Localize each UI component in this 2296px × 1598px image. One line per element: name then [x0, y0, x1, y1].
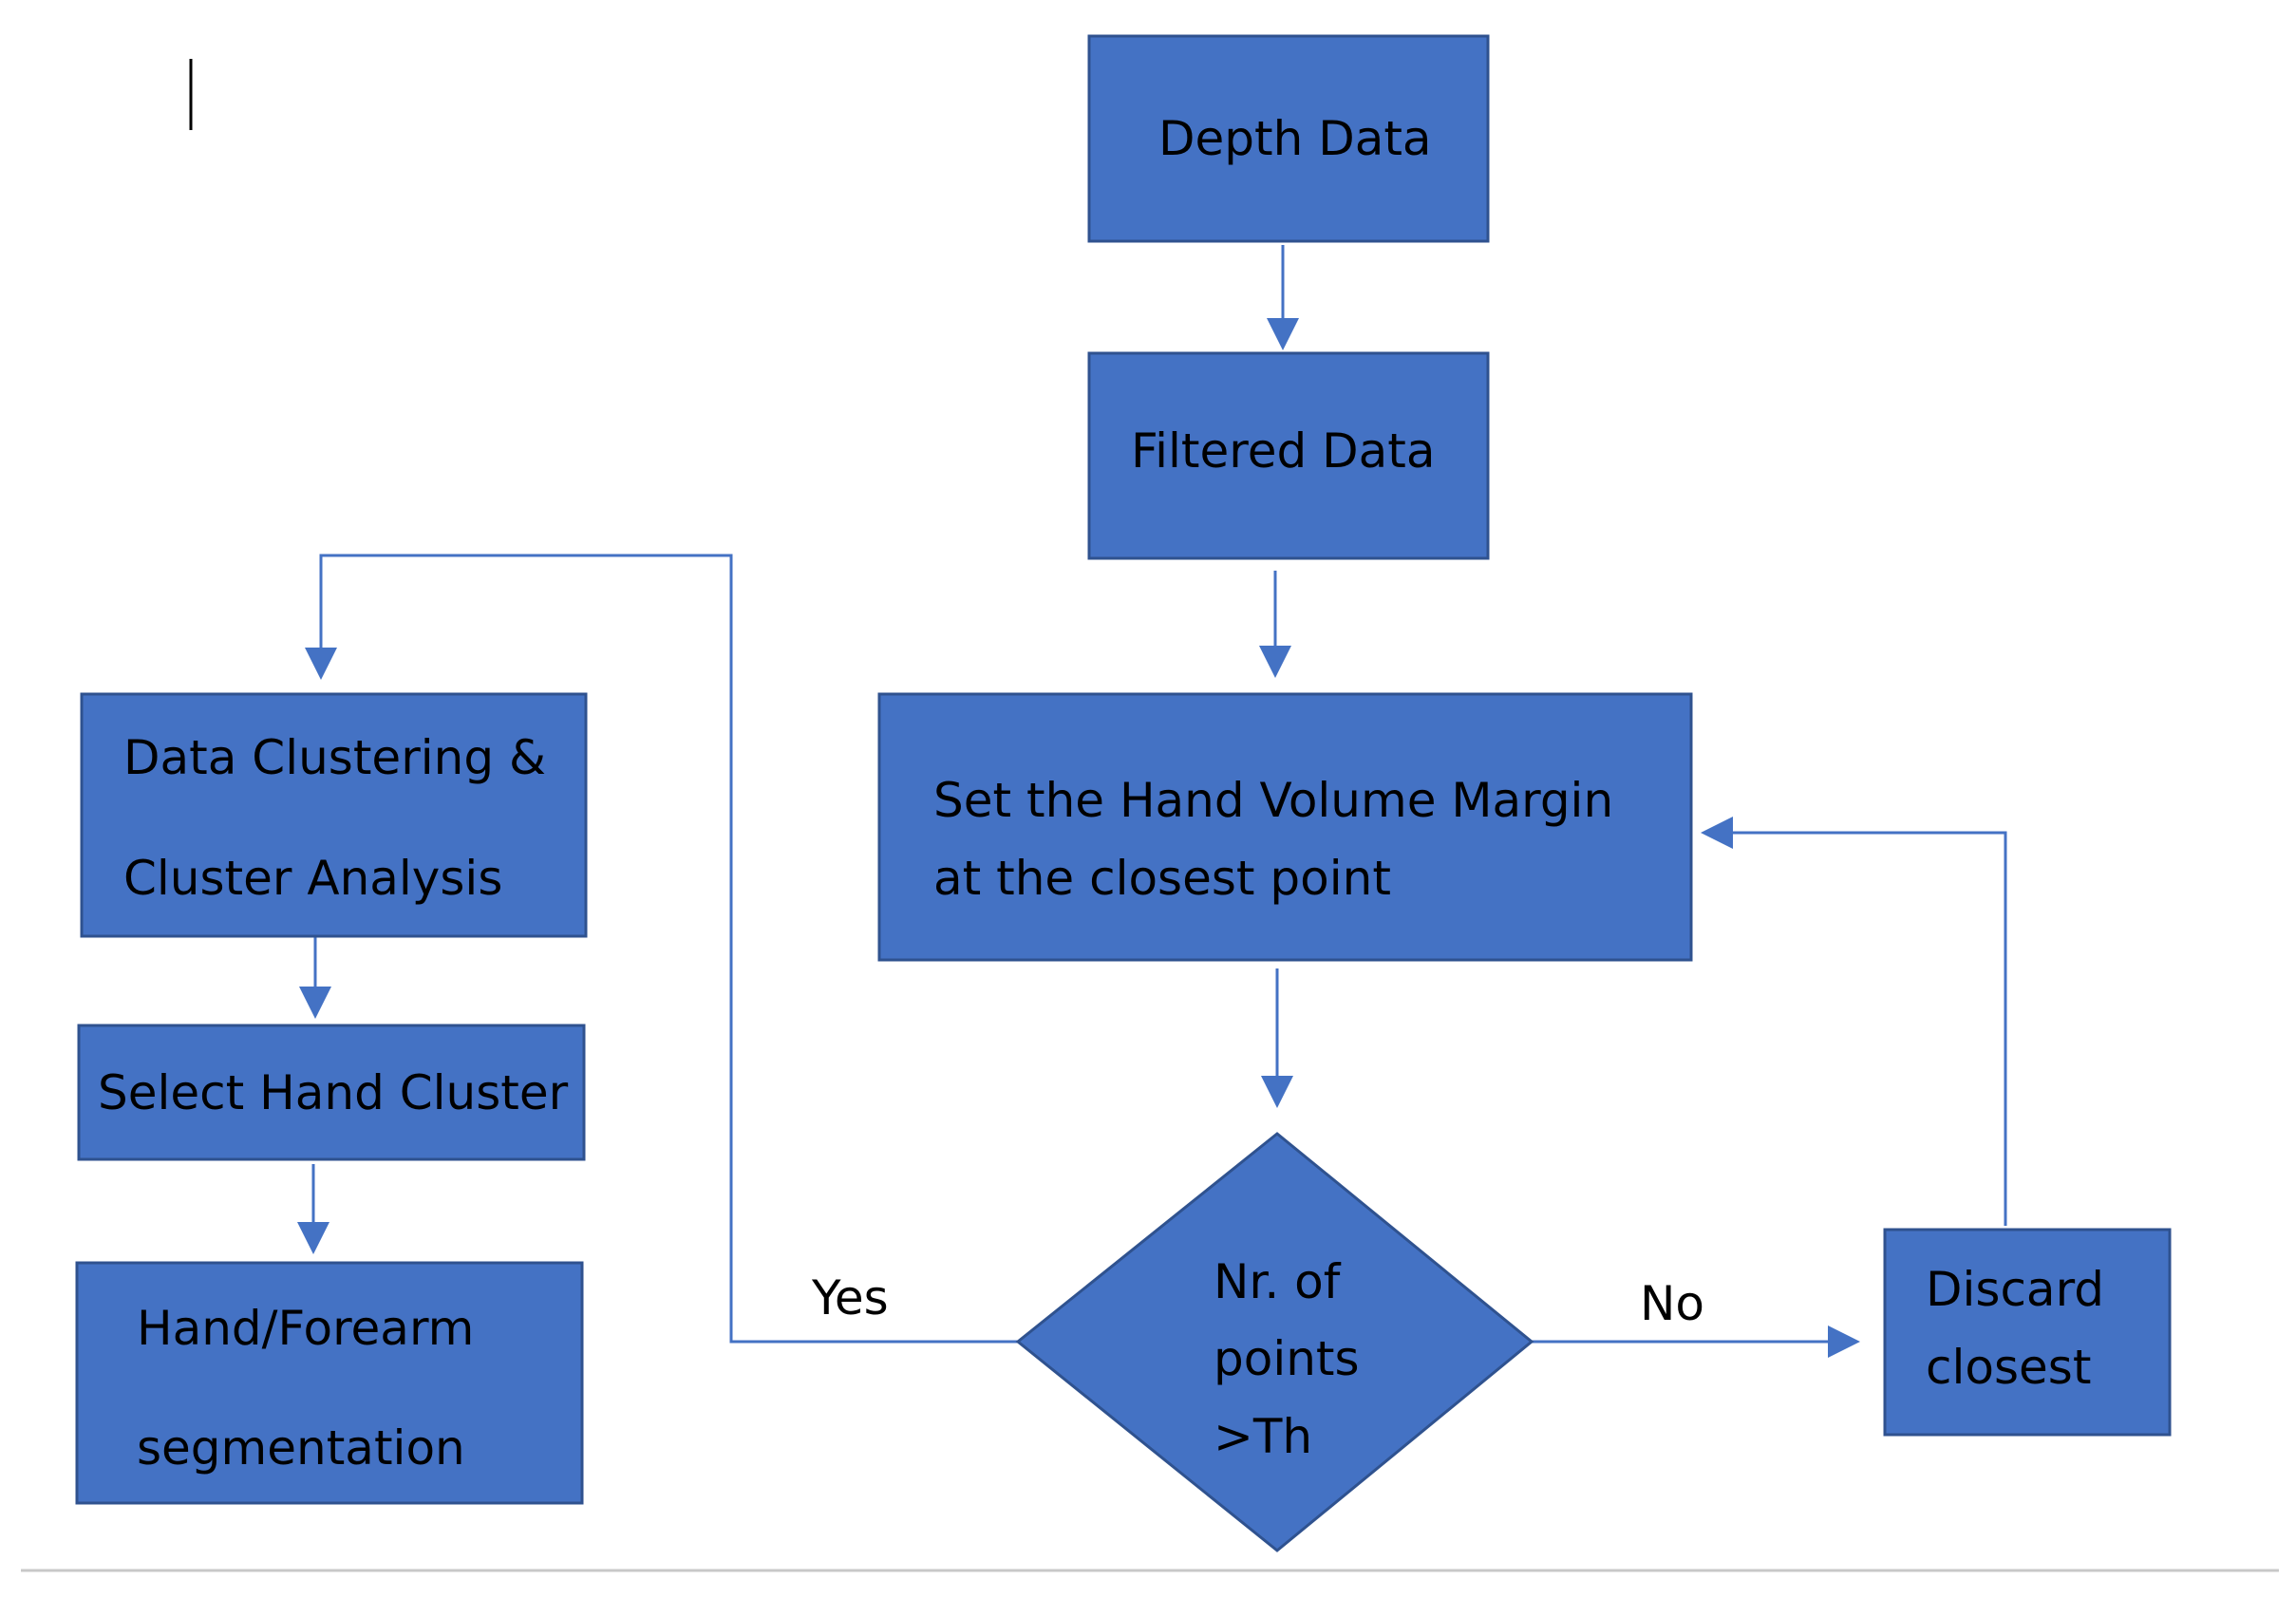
connectors: [297, 245, 2007, 1358]
node-set-margin-box: [877, 692, 1693, 962]
node-depth-data-box: [1087, 34, 1490, 243]
node-depth-data: Depth Data: [1087, 34, 1490, 243]
node-filtered-data: Filtered Data: [1087, 351, 1490, 560]
node-clustering-box: [80, 692, 588, 938]
node-filtered-data-box: [1087, 351, 1490, 560]
node-decision-line3: >Th: [1214, 1409, 1312, 1464]
node-filtered-data-label: Filtered Data: [1131, 423, 1436, 479]
node-discard-line1: Discard: [1926, 1262, 2104, 1317]
node-select-cluster-label: Select Hand Cluster: [98, 1065, 569, 1120]
arrow-decision-to-clustering: [305, 554, 1018, 1344]
node-decision-line2: points: [1214, 1331, 1360, 1386]
node-decision-line1: Nr. of: [1214, 1254, 1342, 1309]
node-segmentation-line1: Hand/Forearm: [137, 1301, 474, 1356]
node-select-cluster-box: [77, 1024, 586, 1161]
node-segmentation-line2: segmentation: [137, 1420, 465, 1476]
node-segmentation-box: [75, 1261, 584, 1505]
node-discard-box: [1883, 1228, 2172, 1437]
node-set-margin: Set the Hand Volume Margin at the closes…: [877, 692, 1693, 962]
node-discard: Discard closest: [1883, 1228, 2172, 1437]
node-set-margin-line2: at the closest point: [933, 851, 1391, 906]
edge-label-yes: Yes: [811, 1270, 889, 1325]
node-set-margin-line1: Set the Hand Volume Margin: [933, 773, 1613, 828]
arrow-discard-to-margin: [1701, 817, 2007, 1226]
node-decision: Nr. of points >Th: [1015, 1132, 1534, 1552]
node-select-cluster: Select Hand Cluster: [77, 1024, 586, 1161]
node-segmentation: Hand/Forearm segmentation: [75, 1261, 584, 1505]
node-discard-line2: closest: [1926, 1340, 2091, 1395]
node-depth-data-label: Depth Data: [1158, 111, 1432, 166]
node-clustering: Data Clustering & Cluster Analysis: [80, 692, 588, 938]
node-clustering-line2: Cluster Analysis: [123, 851, 502, 906]
edge-label-no: No: [1640, 1276, 1704, 1331]
node-clustering-line1: Data Clustering &: [123, 730, 546, 785]
decision-diamond: [1015, 1132, 1534, 1552]
